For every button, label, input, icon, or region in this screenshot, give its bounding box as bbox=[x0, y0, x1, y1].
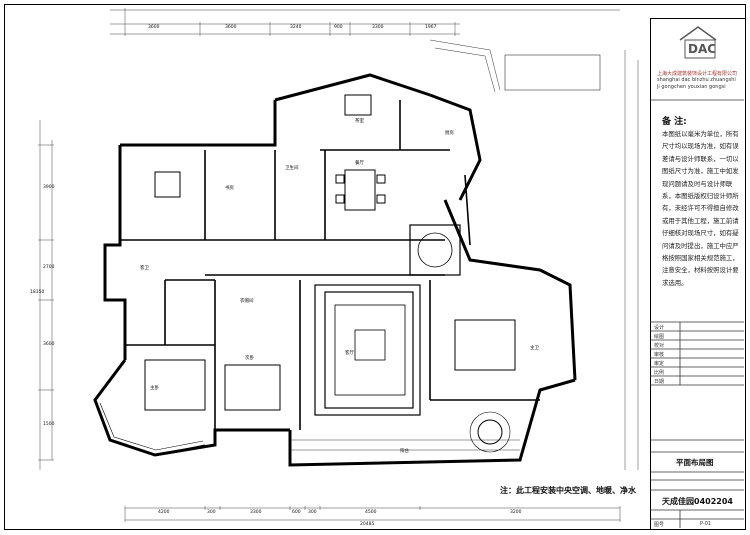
dining-table bbox=[335, 169, 386, 211]
dim-left-total: 18350 bbox=[30, 290, 45, 295]
company-name-en-2: ji gongchen youxian gongsi bbox=[657, 84, 726, 90]
dim-left-4: 1500 bbox=[43, 422, 55, 427]
balcony-lines bbox=[290, 39, 601, 451]
company-name-cn: 上海大成建筑装饰设计工程有限公司 bbox=[657, 71, 738, 77]
room-label-tea-room: 茶室 bbox=[355, 119, 364, 124]
dim-top-1: 3600 bbox=[148, 25, 160, 30]
tea-table bbox=[344, 94, 511, 453]
dim-left-2: 2700 bbox=[43, 265, 55, 270]
title-block bbox=[650, 18, 746, 530]
tb-label-review: 审核 bbox=[654, 352, 665, 358]
bay-window bbox=[94, 399, 206, 456]
sheet-number: P-01 bbox=[700, 521, 712, 527]
room-label-balcony: 阳台 bbox=[400, 449, 409, 454]
living-room-rug bbox=[314, 224, 461, 416]
tb-label-date: 日期 bbox=[654, 379, 665, 385]
notes-title: 备 注: bbox=[662, 117, 687, 127]
dim-bottom-total: 20485 bbox=[360, 522, 375, 527]
room-label-bathroom: 卫生间 bbox=[285, 166, 299, 171]
exterior-walls bbox=[93, 73, 577, 467]
room-label-living: 客厅 bbox=[345, 351, 354, 356]
tb-label-check: 校对 bbox=[654, 343, 665, 349]
room-label-study: 书房 bbox=[225, 186, 234, 191]
dim-top-5: 3300 bbox=[372, 25, 384, 30]
installation-note: 注：此工程安装中央空调、地暖、净水 bbox=[500, 486, 636, 495]
dim-bottom-3: 3300 bbox=[250, 510, 262, 515]
sheet-title: 平面布局图 bbox=[676, 458, 714, 467]
dim-left-3: 3600 bbox=[43, 342, 55, 347]
dimension-lines bbox=[38, 8, 639, 522]
dim-top-4: 900 bbox=[334, 25, 343, 30]
dim-bottom-5: 300 bbox=[308, 510, 317, 515]
notes-body: 本图纸以毫米为单位，所有尺寸均以现场为准，如有误差请与设计师联系，一切以图纸尺寸… bbox=[662, 128, 740, 288]
tb-label-scale: 比例 bbox=[654, 370, 665, 376]
tb-label-design: 设计 bbox=[654, 325, 665, 331]
dim-left-1: 3900 bbox=[43, 185, 55, 190]
beds bbox=[144, 171, 516, 411]
project-name: 天成佳园0402204 bbox=[662, 497, 733, 506]
dim-top-3: 3240 bbox=[290, 25, 302, 30]
room-label-master-bedroom: 主卧 bbox=[150, 386, 159, 391]
tb-label-approve: 审定 bbox=[654, 361, 665, 367]
room-label-second-bedroom: 次卧 bbox=[245, 356, 254, 361]
dim-bottom-1: 4200 bbox=[158, 510, 170, 515]
logo-text: DAC bbox=[688, 42, 717, 56]
room-label-guest-bath: 客卫 bbox=[140, 266, 149, 271]
room-label-cloakroom: 衣帽间 bbox=[240, 299, 254, 304]
dim-bottom-6: 4500 bbox=[365, 510, 377, 515]
notes-text: 本图纸以毫米为单位，所有尺寸均以现场为准，如有误差请与设计师联系，一切以图纸尺寸… bbox=[662, 130, 739, 287]
interior-walls bbox=[120, 100, 540, 430]
company-name-en-1: shanghai dac binzhu zhuangshi bbox=[657, 77, 736, 83]
tb-label-draw: 绘图 bbox=[654, 334, 665, 340]
dim-top-6: 1967 bbox=[425, 25, 437, 30]
tb-label-sheet-no: 图号 bbox=[654, 522, 665, 528]
room-label-kitchen: 厨房 bbox=[445, 131, 454, 136]
dim-bottom-7: 3200 bbox=[510, 510, 522, 515]
dim-bottom-2: 300 bbox=[207, 510, 216, 515]
room-label-dining: 餐厅 bbox=[355, 161, 364, 166]
dim-bottom-4: 600 bbox=[292, 510, 301, 515]
room-label-master-bath: 主卫 bbox=[530, 346, 539, 351]
dim-top-2: 3600 bbox=[225, 25, 237, 30]
